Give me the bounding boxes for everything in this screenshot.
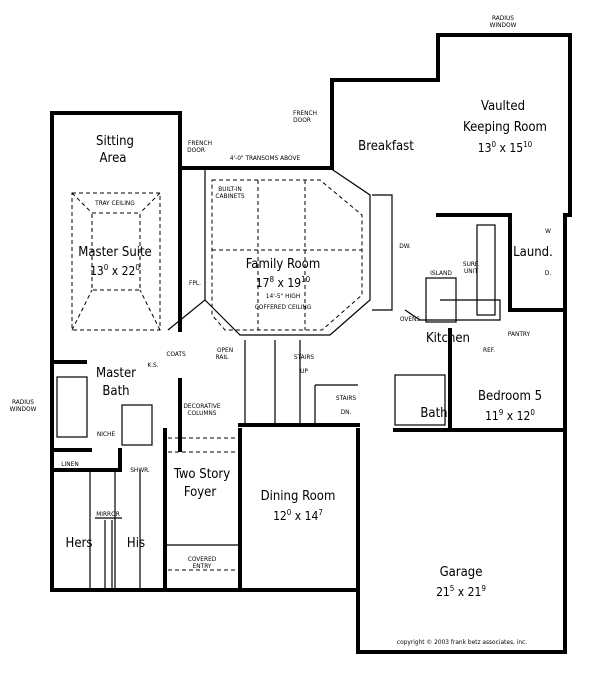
svg-text:Master: Master — [96, 366, 136, 381]
svg-text:UNIT: UNIT — [464, 267, 478, 275]
svg-text:DOOR: DOOR — [187, 146, 205, 154]
room-kitchen: Kitchen — [426, 331, 470, 346]
svg-text:PANTRY: PANTRY — [508, 330, 531, 338]
svg-text:215 x 219: 215 x 219 — [436, 584, 486, 599]
svg-text:Foyer: Foyer — [184, 485, 217, 500]
svg-text:REF.: REF. — [483, 346, 495, 354]
svg-text:DN.: DN. — [341, 408, 352, 416]
room-keeping: Vaulted Keeping Room 130 x 1510 — [463, 99, 547, 155]
svg-text:Bath: Bath — [102, 384, 129, 399]
svg-text:Master Suite: Master Suite — [78, 245, 152, 260]
svg-text:UP: UP — [300, 367, 308, 375]
svg-text:D.: D. — [545, 269, 552, 277]
svg-text:COFFERED CEILING: COFFERED CEILING — [255, 303, 312, 311]
svg-text:Keeping Room: Keeping Room — [463, 120, 547, 135]
svg-text:Family Room: Family Room — [246, 257, 320, 272]
svg-text:120 x 147: 120 x 147 — [273, 508, 323, 523]
annotations: RADIUS WINDOW RADIUS WINDOW FRENCH DOOR … — [10, 14, 552, 646]
room-dining: Dining Room 120 x 147 — [261, 489, 336, 523]
svg-text:DECORATIVE: DECORATIVE — [183, 402, 220, 410]
svg-text:WINDOW: WINDOW — [10, 405, 37, 413]
svg-text:BUILT-IN: BUILT-IN — [218, 185, 242, 193]
svg-text:Two Story: Two Story — [173, 467, 230, 482]
svg-text:SHWR.: SHWR. — [130, 466, 150, 474]
svg-text:W: W — [545, 227, 551, 235]
svg-text:RAIL: RAIL — [216, 353, 230, 361]
svg-text:130 x 220: 130 x 220 — [90, 263, 140, 278]
svg-text:K.S.: K.S. — [147, 361, 158, 369]
svg-text:LINEN: LINEN — [61, 460, 78, 468]
svg-text:RADIUS: RADIUS — [492, 14, 514, 22]
svg-text:Bedroom 5: Bedroom 5 — [478, 389, 542, 404]
svg-text:COLUMNS: COLUMNS — [187, 409, 216, 417]
room-laundry: Laund. — [513, 245, 553, 260]
svg-text:178 x 1910: 178 x 1910 — [256, 275, 311, 290]
svg-text:14'-5" HIGH: 14'-5" HIGH — [266, 292, 300, 300]
svg-text:RADIUS: RADIUS — [12, 398, 34, 406]
svg-text:DW.: DW. — [399, 242, 411, 250]
room-bath: Bath — [420, 406, 447, 421]
svg-text:Sitting: Sitting — [96, 134, 134, 149]
room-his: His — [127, 536, 145, 551]
svg-text:MIRROR: MIRROR — [96, 510, 120, 518]
room-master-bath: Master Bath — [96, 366, 136, 399]
room-breakfast: Breakfast — [358, 139, 414, 154]
svg-text:DOOR: DOOR — [293, 116, 311, 124]
svg-text:COVERED: COVERED — [188, 555, 217, 563]
svg-text:OVENS: OVENS — [400, 315, 421, 323]
room-bedroom-5: Bedroom 5 119 x 120 — [478, 389, 542, 423]
room-hers: Hers — [66, 536, 93, 551]
svg-text:Dining Room: Dining Room — [261, 489, 336, 504]
room-foyer: Two Story Foyer — [173, 467, 230, 500]
svg-text:copyright © 2003 frank betz as: copyright © 2003 frank betz associates, … — [397, 638, 527, 646]
room-family: Family Room 178 x 1910 — [246, 257, 320, 290]
svg-text:COATS: COATS — [166, 350, 186, 358]
svg-text:ISLAND: ISLAND — [430, 269, 452, 277]
room-sitting: Sitting Area — [96, 134, 134, 166]
svg-text:STAIRS: STAIRS — [336, 394, 357, 402]
svg-text:FRENCH: FRENCH — [293, 109, 317, 117]
svg-text:CABINETS: CABINETS — [215, 192, 244, 200]
svg-text:SURF.: SURF. — [463, 260, 479, 268]
svg-text:WINDOW: WINDOW — [490, 21, 517, 29]
svg-text:NICHE: NICHE — [97, 430, 116, 438]
svg-text:FPL.: FPL. — [189, 279, 201, 287]
svg-text:Vaulted: Vaulted — [481, 99, 525, 114]
svg-text:130 x 1510: 130 x 1510 — [478, 140, 533, 155]
walls — [50, 33, 572, 654]
svg-text:Area: Area — [100, 151, 127, 166]
room-garage: Garage 215 x 219 — [436, 565, 486, 599]
svg-text:FRENCH: FRENCH — [188, 139, 212, 147]
svg-text:4'-0" TRANSOMS ABOVE: 4'-0" TRANSOMS ABOVE — [230, 154, 301, 162]
svg-text:ENTRY: ENTRY — [193, 562, 212, 570]
svg-text:Garage: Garage — [440, 565, 483, 580]
svg-text:TRAY CEILING: TRAY CEILING — [94, 199, 135, 207]
svg-text:OPEN: OPEN — [217, 346, 233, 354]
svg-text:STAIRS: STAIRS — [294, 353, 315, 361]
room-master-suite: Master Suite 130 x 220 — [78, 245, 152, 278]
svg-text:119 x 120: 119 x 120 — [485, 408, 535, 423]
